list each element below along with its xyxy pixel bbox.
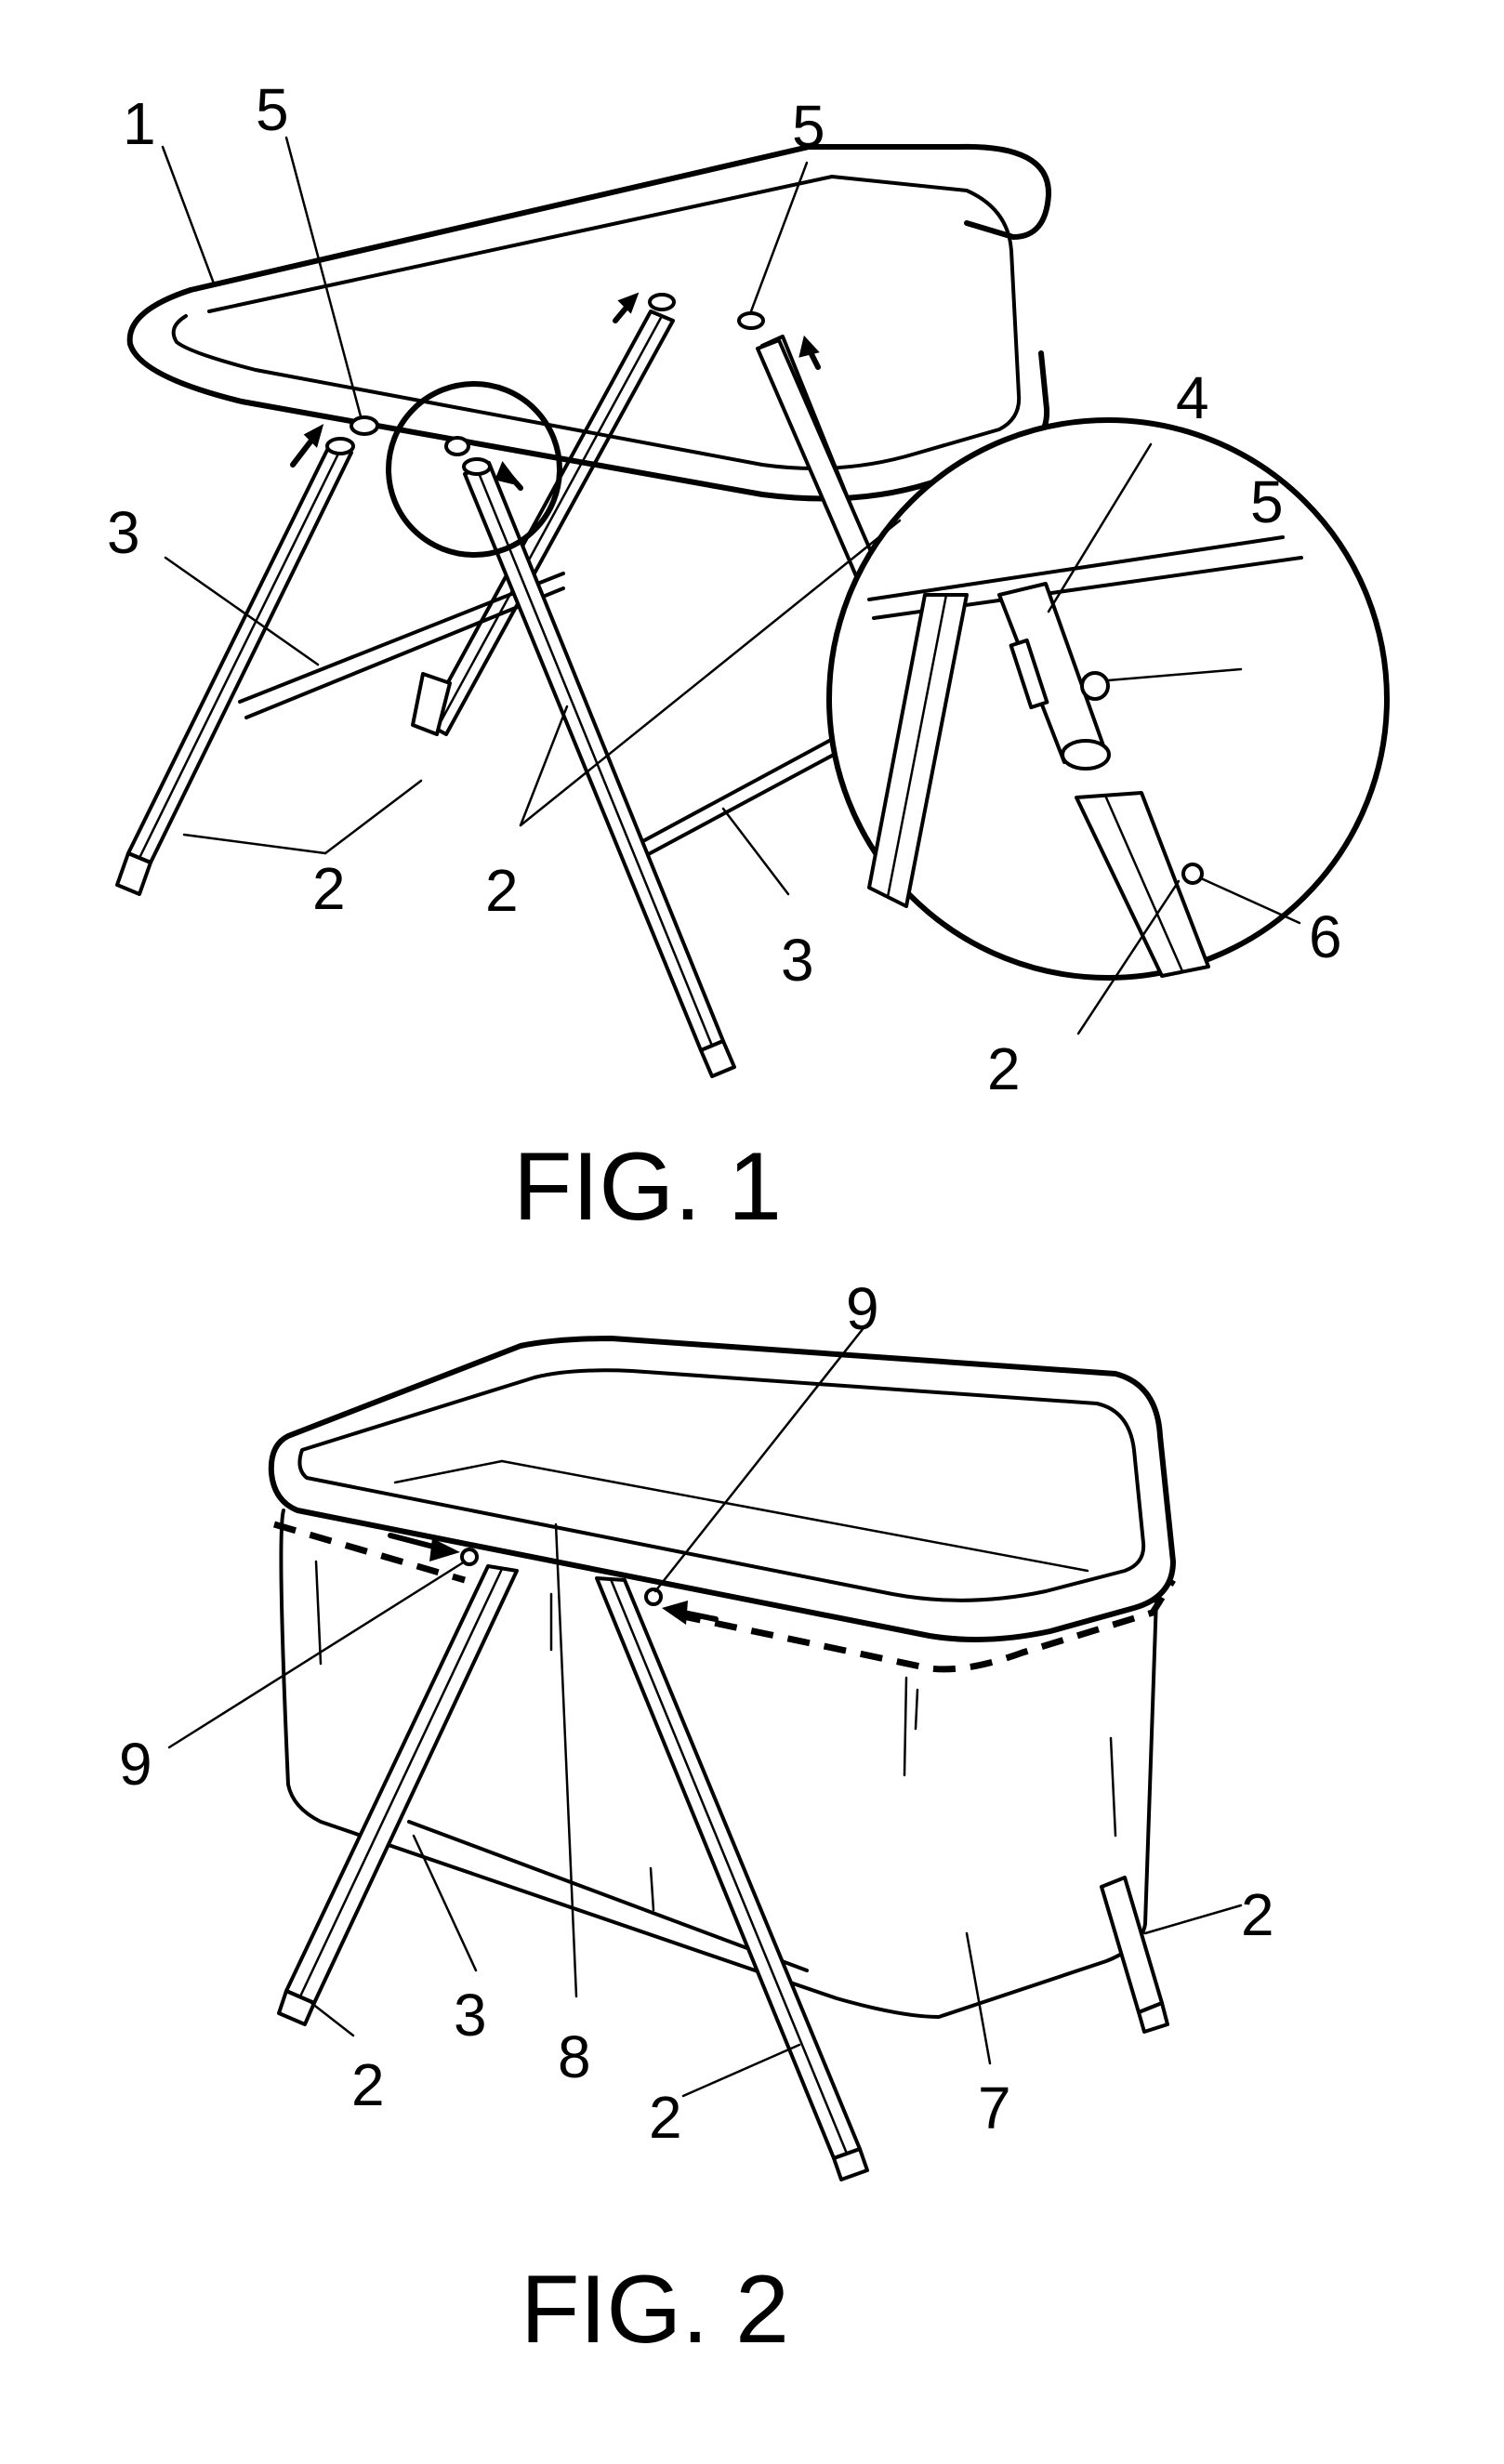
label-2-left: 2 (312, 855, 346, 922)
label-9-left: 9 (119, 1731, 152, 1798)
label-9-top: 9 (846, 1275, 879, 1342)
label-6: 6 (1309, 903, 1342, 970)
fig1-detail-view (829, 420, 1387, 978)
label-3: 3 (454, 1982, 487, 2049)
label-4: 4 (1176, 364, 1209, 431)
label-5-detail: 5 (1250, 468, 1284, 535)
label-2-right: 2 (1241, 1881, 1274, 1948)
label-5-left: 5 (256, 76, 289, 143)
label-3-right: 3 (781, 927, 814, 994)
label-2-left: 2 (351, 2051, 385, 2118)
label-2-middle: 2 (485, 857, 519, 924)
label-2-detail: 2 (987, 1035, 1021, 1102)
figure-2-caption: FIG. 2 (521, 2256, 789, 2364)
label-2-middle: 2 (649, 2084, 682, 2151)
label-7: 7 (978, 2075, 1011, 2141)
fig1-front-left-leg (117, 439, 353, 894)
figure-2: 9 9 2 3 8 2 7 2 FIG. 2 (119, 1275, 1274, 2364)
label-8: 8 (558, 2023, 591, 2090)
label-1: 1 (123, 90, 156, 157)
figure-1-caption: FIG. 1 (513, 1133, 782, 1241)
label-5-right: 5 (792, 93, 825, 160)
label-3-left: 3 (107, 499, 140, 566)
figure-1: 1 5 5 3 2 2 3 4 5 6 2 FIG. 1 (107, 76, 1387, 1241)
